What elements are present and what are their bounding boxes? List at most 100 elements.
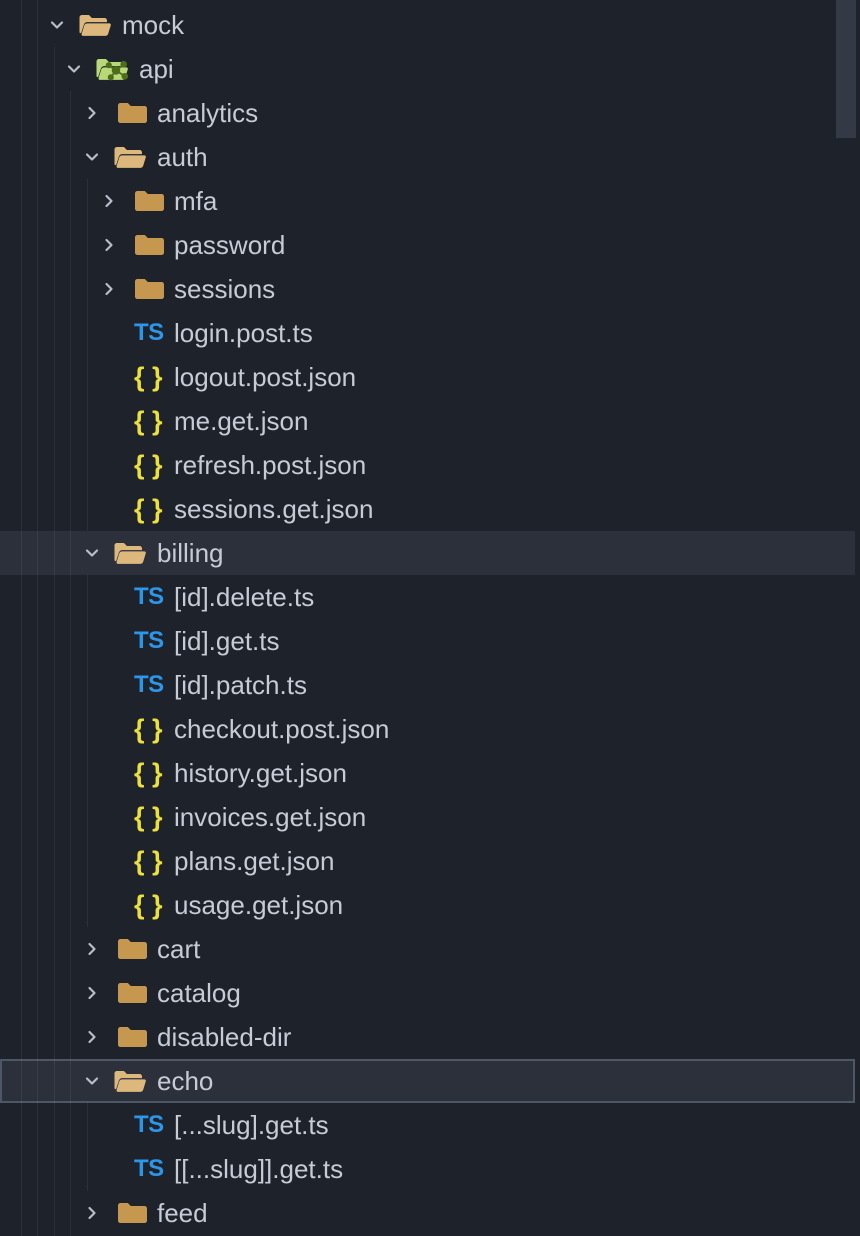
json-icon: { } — [134, 713, 163, 744]
typescript-icon: TS — [134, 1155, 164, 1182]
twistie-spacer — [99, 751, 134, 795]
chevron-right-icon[interactable] — [99, 267, 134, 311]
tree-row-cart[interactable]: cart — [0, 927, 855, 971]
chevron-down-icon[interactable] — [64, 47, 99, 91]
folder-closed-icon — [134, 179, 174, 223]
twistie-spacer — [99, 1147, 134, 1191]
tree-row-logout-post-json[interactable]: { } logout.post.json — [0, 355, 855, 399]
typescript-icon: TS — [134, 583, 164, 610]
chevron-right-icon[interactable] — [99, 179, 134, 223]
tree-item-label: login.post.ts — [174, 317, 313, 348]
tree-row-checkout-post-json[interactable]: { } checkout.post.json — [0, 707, 855, 751]
json-icon: { } — [134, 361, 163, 392]
twistie-spacer — [99, 399, 134, 443]
typescript-icon: TS — [134, 319, 164, 346]
twistie-spacer — [99, 355, 134, 399]
chevron-right-icon[interactable] — [82, 971, 117, 1015]
twistie-spacer — [99, 883, 134, 927]
folder-open-icon — [79, 3, 122, 47]
tree-item-label: [id].delete.ts — [174, 581, 315, 612]
json-icon: { } — [134, 801, 163, 832]
chevron-right-icon[interactable] — [82, 91, 117, 135]
tree-item-label: disabled-dir — [157, 1021, 292, 1052]
tree-row-analytics[interactable]: analytics — [0, 91, 855, 135]
tree-row-feed[interactable]: feed — [0, 1191, 855, 1235]
twistie-spacer — [99, 1103, 134, 1147]
chevron-right-icon[interactable] — [82, 927, 117, 971]
tree-row-history-get-json[interactable]: { } history.get.json — [0, 751, 855, 795]
folder-closed-icon — [117, 971, 157, 1015]
folder-closed-icon — [134, 223, 174, 267]
typescript-icon: TS — [134, 671, 164, 698]
tree-item-label: catalog — [157, 977, 241, 1008]
tree-item-label: logout.post.json — [174, 361, 357, 392]
tree-row-auth[interactable]: auth — [0, 135, 855, 179]
tree-row-mfa[interactable]: mfa — [0, 179, 855, 223]
tree-item-label: sessions — [174, 273, 276, 304]
tree-row-echo[interactable]: echo — [0, 1059, 855, 1103]
chevron-down-icon[interactable] — [82, 531, 117, 575]
tree-row-disabled-dir[interactable]: disabled-dir — [0, 1015, 855, 1059]
twistie-spacer — [99, 575, 134, 619]
chevron-right-icon[interactable] — [82, 1015, 117, 1059]
tree-row-catalog[interactable]: catalog — [0, 971, 855, 1015]
tree-row-sessions-get-json[interactable]: { } sessions.get.json — [0, 487, 855, 531]
tree-item-label: invoices.get.json — [174, 801, 367, 832]
chevron-right-icon[interactable] — [99, 223, 134, 267]
tree-row-id-patch-ts[interactable]: TS [id].patch.ts — [0, 663, 855, 707]
tree-row-plans-get-json[interactable]: { } plans.get.json — [0, 839, 855, 883]
folder-api-icon — [96, 47, 139, 91]
json-icon: { } — [134, 757, 163, 788]
json-icon: { } — [134, 889, 163, 920]
tree-item-label: mock — [122, 9, 185, 40]
twistie-spacer — [99, 839, 134, 883]
tree-row-api[interactable]: api — [0, 47, 855, 91]
folder-closed-icon — [117, 91, 157, 135]
twistie-spacer — [99, 619, 134, 663]
chevron-right-icon[interactable] — [82, 1191, 117, 1235]
chevron-down-icon[interactable] — [47, 3, 82, 47]
tree-item-label: history.get.json — [174, 757, 347, 788]
tree-row-slug-get-ts[interactable]: TS [...slug].get.ts — [0, 1103, 855, 1147]
folder-open-icon — [114, 135, 157, 179]
tree-item-label: auth — [157, 141, 208, 172]
tree-row-login-post-ts[interactable]: TS login.post.ts — [0, 311, 855, 355]
folder-closed-icon — [117, 1015, 157, 1059]
tree-item-label: mfa — [174, 185, 218, 216]
tree-item-label: analytics — [157, 97, 259, 128]
tree-item-label: feed — [157, 1197, 208, 1228]
json-icon: { } — [134, 845, 163, 876]
tree-row-mock[interactable]: mock — [0, 3, 855, 47]
json-icon: { } — [134, 449, 163, 480]
twistie-spacer — [99, 487, 134, 531]
tree-item-label: [id].get.ts — [174, 625, 280, 656]
tree-item-label: [id].patch.ts — [174, 669, 307, 700]
tree-item-label: plans.get.json — [174, 845, 335, 876]
tree-item-label: usage.get.json — [174, 889, 344, 920]
tree-row-invoices-get-json[interactable]: { } invoices.get.json — [0, 795, 855, 839]
folder-closed-icon — [134, 267, 174, 311]
chevron-down-icon[interactable] — [82, 135, 117, 179]
tree-row-sessions[interactable]: sessions — [0, 267, 855, 311]
tree-rows: mock api analytics auth mfa password ses… — [0, 3, 855, 1235]
json-icon: { } — [134, 493, 163, 524]
tree-row-id-delete-ts[interactable]: TS [id].delete.ts — [0, 575, 855, 619]
tree-row-me-get-json[interactable]: { } me.get.json — [0, 399, 855, 443]
chevron-down-icon[interactable] — [82, 1059, 117, 1103]
tree-row-usage-get-json[interactable]: { } usage.get.json — [0, 883, 855, 927]
tree-item-label: password — [174, 229, 286, 260]
folder-open-icon — [114, 531, 157, 575]
tree-item-label: [[...slug]].get.ts — [174, 1153, 344, 1184]
tree-row-id-get-ts[interactable]: TS [id].get.ts — [0, 619, 855, 663]
twistie-spacer — [99, 311, 134, 355]
scrollbar-thumb[interactable] — [836, 0, 856, 138]
tree-row-billing[interactable]: billing — [0, 531, 855, 575]
folder-open-icon — [114, 1059, 157, 1103]
tree-row-refresh-post-json[interactable]: { } refresh.post.json — [0, 443, 855, 487]
tree-row-password[interactable]: password — [0, 223, 855, 267]
tree-item-label: refresh.post.json — [174, 449, 367, 480]
tree-row-slug-get-ts[interactable]: TS [[...slug]].get.ts — [0, 1147, 855, 1191]
twistie-spacer — [99, 663, 134, 707]
tree-item-label: api — [139, 53, 174, 84]
